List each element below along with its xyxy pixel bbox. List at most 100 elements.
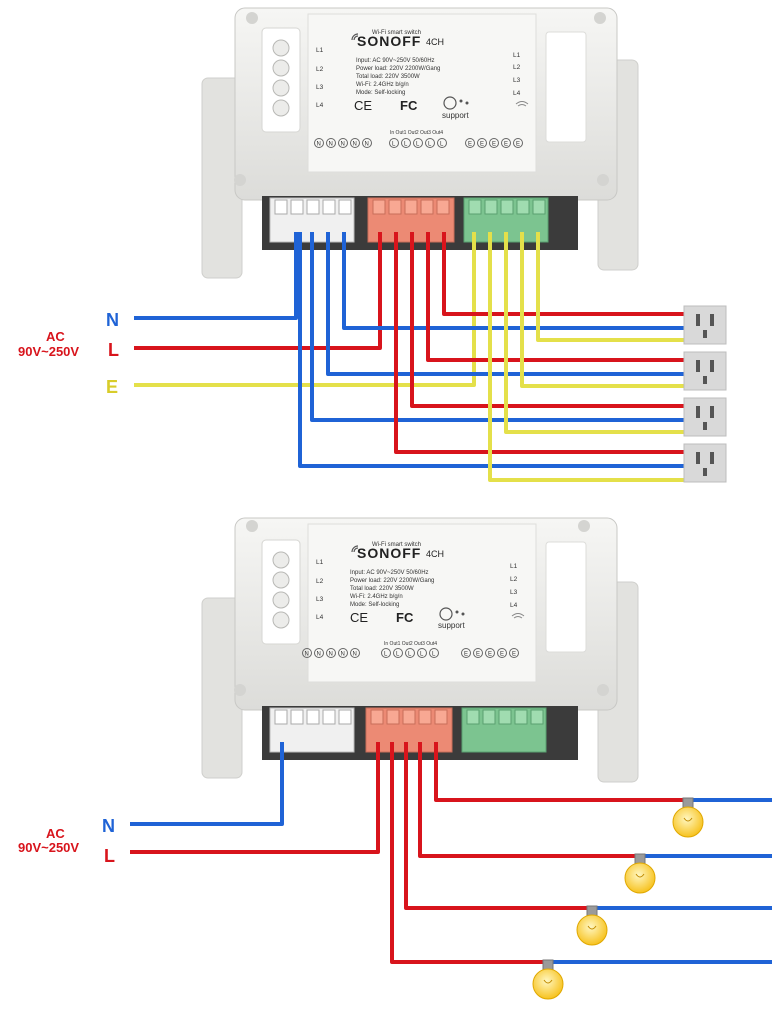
left-led-4: L4: [316, 614, 324, 621]
live-label: L: [108, 340, 119, 360]
light-bulb-icon: [532, 959, 564, 1000]
svg-text:L: L: [392, 142, 396, 148]
live-output-wire: [410, 232, 684, 408]
svg-text:E: E: [488, 652, 492, 658]
button-3[interactable]: [272, 79, 290, 97]
svg-text:L: L: [432, 652, 436, 658]
sonoff-device-2: Wi-Fi smart switch SONOFF 4CH L1 L2 L3 L…: [201, 517, 639, 783]
wires-diagram-2: [130, 709, 772, 964]
power-outlet-icon: [683, 397, 727, 437]
spec-line-2: Power load: 220V 2200W/Gang: [356, 66, 440, 72]
terminal-lever: [386, 709, 400, 725]
svg-text:N: N: [365, 142, 369, 148]
right-window: [545, 31, 587, 143]
terminal-lever: [322, 199, 336, 215]
terminal-lever: [468, 199, 482, 215]
terminal-lever: [516, 199, 530, 215]
terminal-lever: [532, 199, 546, 215]
device-face: [307, 523, 537, 683]
right-window: [545, 541, 587, 653]
l-terminal-letters: L L L L L: [389, 138, 447, 148]
light-bulb-icon: [672, 797, 704, 838]
power-outlet-icon: [683, 351, 727, 391]
terminal-lever: [514, 709, 528, 725]
e-terminal-letters: E E E E E: [461, 648, 519, 658]
voltage-label: 90V~250V: [18, 344, 79, 359]
terminal-lever: [306, 199, 320, 215]
small-title: Wi-Fi smart switch: [372, 30, 421, 36]
spec-line-2: Power load: 220V 2200W/Gang: [350, 578, 434, 584]
button-4[interactable]: [272, 611, 290, 629]
screw-hole: [234, 174, 246, 186]
svg-text:L: L: [420, 652, 424, 658]
spec-line-4: Wi-Fi: 2.4GHz b/g/n: [350, 594, 403, 600]
live-output-wire: [426, 232, 684, 362]
power-outlet-icon: [683, 305, 727, 345]
svg-text:E: E: [480, 142, 484, 148]
support-logo-icon: [443, 96, 469, 110]
left-led-4: L4: [316, 102, 324, 109]
terminal-lever: [434, 709, 448, 725]
terminal-header: In Out1 Out2 Out3 Out4: [390, 130, 443, 136]
spec-line-1: Input: AC 90V~250V 50/60Hz: [356, 58, 435, 64]
svg-text:N: N: [317, 142, 321, 148]
right-led-4: L4: [513, 90, 521, 97]
button-2[interactable]: [272, 59, 290, 77]
svg-text:E: E: [492, 142, 496, 148]
svg-text:L: L: [408, 652, 412, 658]
small-title: Wi-Fi smart switch: [372, 542, 421, 548]
button-3[interactable]: [272, 591, 290, 609]
light-bulb-icon: [576, 905, 608, 946]
earth-output-wire: [536, 232, 684, 342]
sonoff-device-1: Wi-Fi smart switch SONOFF 4CH L1 L2 L3 L…: [201, 7, 639, 279]
live-label: L: [104, 846, 115, 866]
light-bulb-icon: [624, 853, 656, 894]
svg-text:L: L: [428, 142, 432, 148]
live-output-wire: [434, 742, 684, 802]
live-input-wire: [134, 232, 382, 350]
fcc-mark: FC: [400, 98, 418, 113]
terminal-lever: [370, 709, 384, 725]
terminal-lever: [420, 199, 434, 215]
neutral-output-wire: [298, 232, 684, 468]
right-led-1: L1: [510, 563, 518, 570]
neutral-output-wire: [342, 232, 684, 330]
ce-mark: CE: [354, 98, 372, 113]
neutral-input-wire: [134, 232, 298, 320]
svg-text:N: N: [317, 652, 321, 658]
button-1[interactable]: [272, 551, 290, 569]
button-4[interactable]: [272, 99, 290, 117]
n-terminal-letters: N N N N N: [302, 648, 360, 658]
wires-diagram-1: [134, 199, 684, 482]
left-led-3: L3: [316, 596, 324, 603]
svg-text:E: E: [504, 142, 508, 148]
left-led-1: L1: [316, 47, 324, 54]
svg-text:L: L: [384, 652, 388, 658]
terminal-lever: [404, 199, 418, 215]
svg-text:L: L: [440, 142, 444, 148]
voltage-label: 90V~250V: [18, 840, 79, 855]
earth-label: E: [106, 377, 118, 397]
earth-input-wire: [134, 232, 476, 387]
terminal-lever: [338, 709, 352, 725]
wifi-icon: [351, 33, 359, 41]
terminal-lever: [436, 199, 450, 215]
right-led-2: L2: [510, 576, 518, 583]
right-led-4: L4: [510, 602, 518, 609]
earth-output-wire: [520, 232, 684, 388]
svg-text:N: N: [305, 652, 309, 658]
screw-hole: [234, 684, 246, 696]
terminal-header: In Out1 Out2 Out3 Out4: [384, 641, 437, 647]
button-2[interactable]: [272, 571, 290, 589]
right-led-3: L3: [510, 589, 518, 596]
svg-text:N: N: [341, 652, 345, 658]
svg-text:N: N: [353, 142, 357, 148]
brand-name: SONOFF: [357, 545, 421, 561]
terminal-lever: [402, 709, 416, 725]
brand-name: SONOFF: [357, 33, 421, 49]
support-logo-icon: [439, 607, 465, 621]
screw-hole: [578, 520, 590, 532]
live-output-wire: [404, 742, 588, 910]
button-1[interactable]: [272, 39, 290, 57]
diagram-2: Wi-Fi smart switch SONOFF 4CH L1 L2 L3 L…: [18, 517, 772, 1000]
